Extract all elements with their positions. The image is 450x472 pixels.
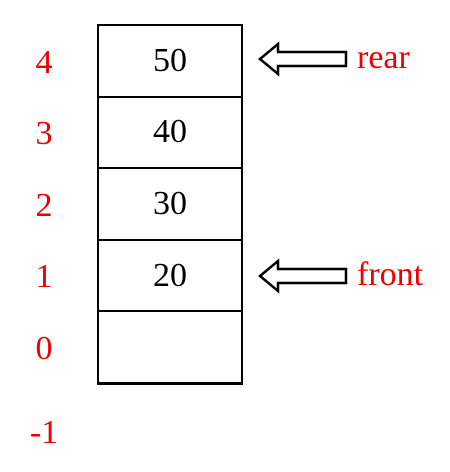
index-label-3: 3 [35, 115, 53, 152]
queue-array: 50 40 30 20 [97, 24, 243, 385]
index-label-0: 0 [35, 330, 53, 367]
index-label-minus-1: -1 [29, 414, 59, 451]
front-arrow-icon [258, 258, 348, 294]
index-label-1: 1 [35, 258, 53, 295]
front-label: front [357, 256, 424, 293]
rear-arrow-icon [258, 41, 348, 77]
index-label-2: 2 [35, 187, 53, 224]
queue-cell-3: 40 [99, 98, 241, 170]
queue-cell-4: 50 [99, 26, 241, 98]
index-label-4: 4 [35, 44, 53, 81]
queue-cell-0 [99, 312, 241, 384]
rear-label: rear [357, 39, 410, 76]
queue-cell-1: 20 [99, 241, 241, 313]
queue-cell-2: 30 [99, 169, 241, 241]
